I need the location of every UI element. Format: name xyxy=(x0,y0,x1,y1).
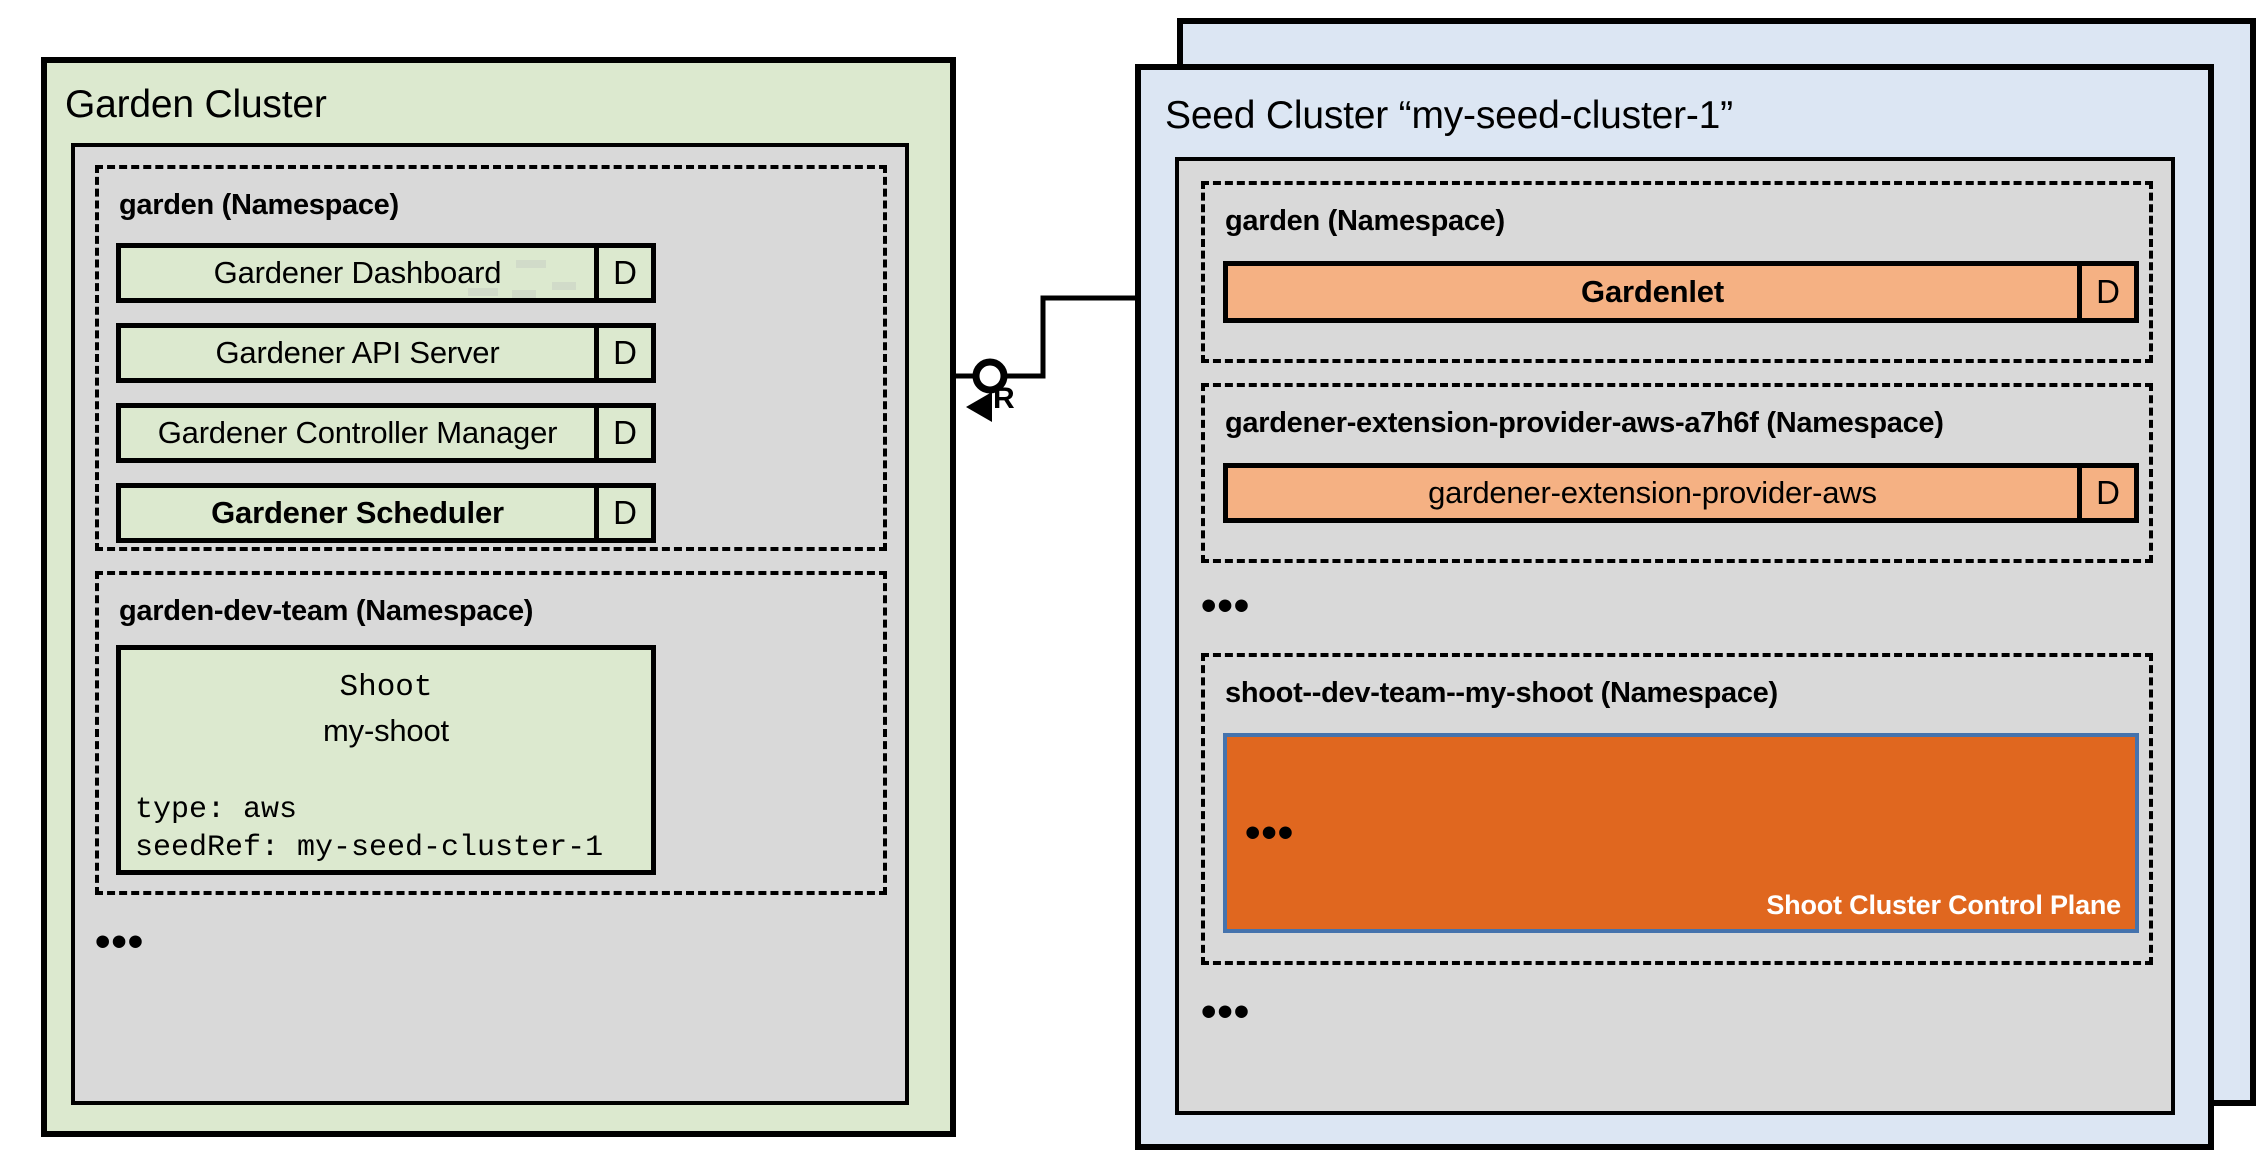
erased-mark-3 xyxy=(512,290,536,298)
component-gardener-dashboard-label: Gardener Dashboard xyxy=(213,255,502,290)
seed-namespace-shoot-dev-team-my-shoot[interactable]: shoot--dev-team--my-shoot (Namespace) ••… xyxy=(1201,653,2153,965)
connector-label: R xyxy=(993,382,1015,415)
component-gardenlet[interactable]: Gardenlet D xyxy=(1223,261,2139,323)
seed-more-indicator-bottom: ••• xyxy=(1201,987,1251,1036)
erased-mark-1 xyxy=(516,260,546,268)
component-gardener-dashboard-body: Gardener Dashboard xyxy=(121,248,594,298)
seed-namespace-extension-provider-aws-title: gardener-extension-provider-aws-a7h6f (N… xyxy=(1225,407,1944,439)
component-gardener-dashboard[interactable]: Gardener Dashboard D xyxy=(116,243,656,303)
component-gardener-controller-manager-deployment-badge: D xyxy=(594,408,651,458)
garden-namespace-garden[interactable]: garden (Namespace) Gardener Dashboard D xyxy=(95,165,887,551)
seed-more-indicator-middle: ••• xyxy=(1201,581,1251,630)
component-gardener-controller-manager[interactable]: Gardener Controller Manager D xyxy=(116,403,656,463)
component-gardener-controller-manager-body: Gardener Controller Manager xyxy=(121,408,594,458)
component-gardener-scheduler-body: Gardener Scheduler xyxy=(121,488,594,538)
seed-cluster-title: Seed Cluster “my-seed-cluster-1” xyxy=(1165,94,1733,137)
component-gardener-extension-provider-aws[interactable]: gardener-extension-provider-aws D xyxy=(1223,463,2139,523)
control-plane-label: Shoot Cluster Control Plane xyxy=(1766,890,2121,920)
component-gardener-api-server[interactable]: Gardener API Server D xyxy=(116,323,656,383)
left-arrow-icon xyxy=(966,392,992,422)
component-gardenlet-deployment-badge: D xyxy=(2077,266,2134,318)
garden-cluster-title: Garden Cluster xyxy=(65,83,327,126)
shoot-resource-name: my-shoot xyxy=(323,713,449,748)
component-gardener-api-server-body: Gardener API Server xyxy=(121,328,594,378)
component-gardenlet-label: Gardenlet xyxy=(1581,274,1724,309)
component-gardener-api-server-label: Gardener API Server xyxy=(215,335,500,370)
garden-more-indicator: ••• xyxy=(95,917,145,966)
component-gardener-scheduler-label: Gardener Scheduler xyxy=(211,495,504,530)
control-plane-more-indicator: ••• xyxy=(1245,807,1295,857)
seed-namespace-extension-provider-aws[interactable]: gardener-extension-provider-aws-a7h6f (N… xyxy=(1201,383,2153,563)
component-gardener-extension-provider-aws-body: gardener-extension-provider-aws xyxy=(1228,468,2077,518)
seed-namespace-garden-title: garden (Namespace) xyxy=(1225,205,1505,237)
shoot-resource-kind: Shoot xyxy=(339,670,433,705)
seed-cluster-namespaces-panel: garden (Namespace) Gardenlet D gardener-… xyxy=(1175,157,2175,1115)
seed-namespace-shoot-dev-team-my-shoot-title: shoot--dev-team--my-shoot (Namespace) xyxy=(1225,677,1778,709)
component-gardener-extension-provider-aws-deployment-badge: D xyxy=(2077,468,2134,518)
shoot-resource-spec: type: aws seedRef: my-seed-cluster-1 xyxy=(135,793,604,866)
component-gardener-api-server-deployment-badge: D xyxy=(594,328,651,378)
garden-cluster-box[interactable]: Garden Cluster garden (Namespace) Garden… xyxy=(41,57,956,1137)
shoot-resource-card[interactable]: Shoot my-shoot type: aws seedRef: my-see… xyxy=(116,645,656,875)
component-gardener-controller-manager-label: Gardener Controller Manager xyxy=(157,415,558,450)
garden-namespace-garden-dev-team-title: garden-dev-team (Namespace) xyxy=(119,595,534,627)
component-gardener-scheduler-deployment-badge: D xyxy=(594,488,651,538)
garden-namespace-garden-title: garden (Namespace) xyxy=(119,189,399,221)
component-gardener-scheduler[interactable]: Gardener Scheduler D xyxy=(116,483,656,543)
seed-cluster-box[interactable]: Seed Cluster “my-seed-cluster-1” garden … xyxy=(1135,64,2214,1150)
component-gardener-dashboard-deployment-badge: D xyxy=(594,248,651,298)
erased-mark-4 xyxy=(468,288,498,296)
seed-namespace-garden[interactable]: garden (Namespace) Gardenlet D xyxy=(1201,181,2153,363)
component-gardener-extension-provider-aws-label: gardener-extension-provider-aws xyxy=(1428,475,1877,510)
component-gardenlet-body: Gardenlet xyxy=(1228,266,2077,318)
erased-mark-2 xyxy=(552,282,576,290)
garden-namespace-garden-dev-team[interactable]: garden-dev-team (Namespace) Shoot my-sho… xyxy=(95,571,887,895)
shoot-cluster-control-plane[interactable]: ••• Shoot Cluster Control Plane xyxy=(1223,733,2139,933)
garden-cluster-namespaces-panel: garden (Namespace) Gardener Dashboard D xyxy=(71,143,909,1105)
